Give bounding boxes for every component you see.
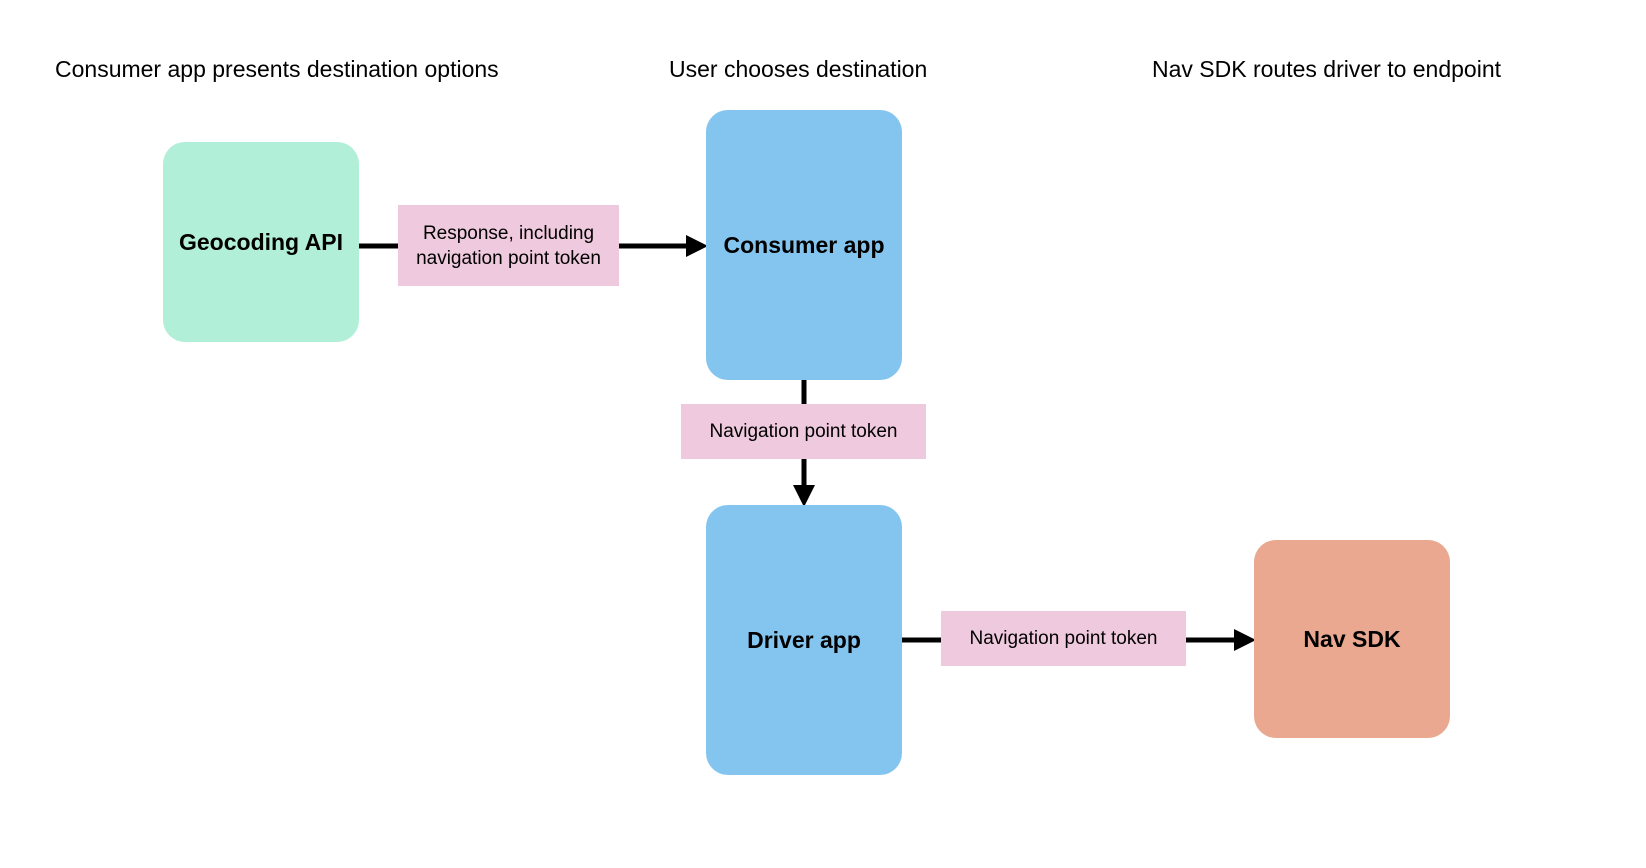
edge-label-response-including-navigation-point-token: Response, including navigation point tok… <box>398 205 619 286</box>
column-header-user-choice: User chooses destination <box>669 56 928 82</box>
node-nav-sdk[interactable]: Nav SDK <box>1254 540 1450 738</box>
node-driver-app-label: Driver app <box>747 627 861 653</box>
arrow-head <box>686 235 708 257</box>
node-consumer-app-label: Consumer app <box>723 232 885 258</box>
edge-label-navigation-point-token-consumer-to-driver: Navigation point token <box>681 404 926 459</box>
arrow-head <box>1234 629 1256 651</box>
node-geocoding-api[interactable]: Geocoding API <box>163 142 359 342</box>
node-consumer-app[interactable]: Consumer app <box>706 110 902 380</box>
node-geocoding-api-label: Geocoding API <box>179 229 343 255</box>
edge-label-navigation-point-token-driver-to-nav-sdk: Navigation point token <box>941 611 1186 666</box>
arrow-head <box>793 485 815 507</box>
column-header-nav-sdk: Nav SDK routes driver to endpoint <box>1152 56 1502 82</box>
node-driver-app[interactable]: Driver app <box>706 505 902 775</box>
column-header-consumer-app: Consumer app presents destination option… <box>55 56 499 82</box>
node-nav-sdk-label: Nav SDK <box>1303 626 1401 652</box>
